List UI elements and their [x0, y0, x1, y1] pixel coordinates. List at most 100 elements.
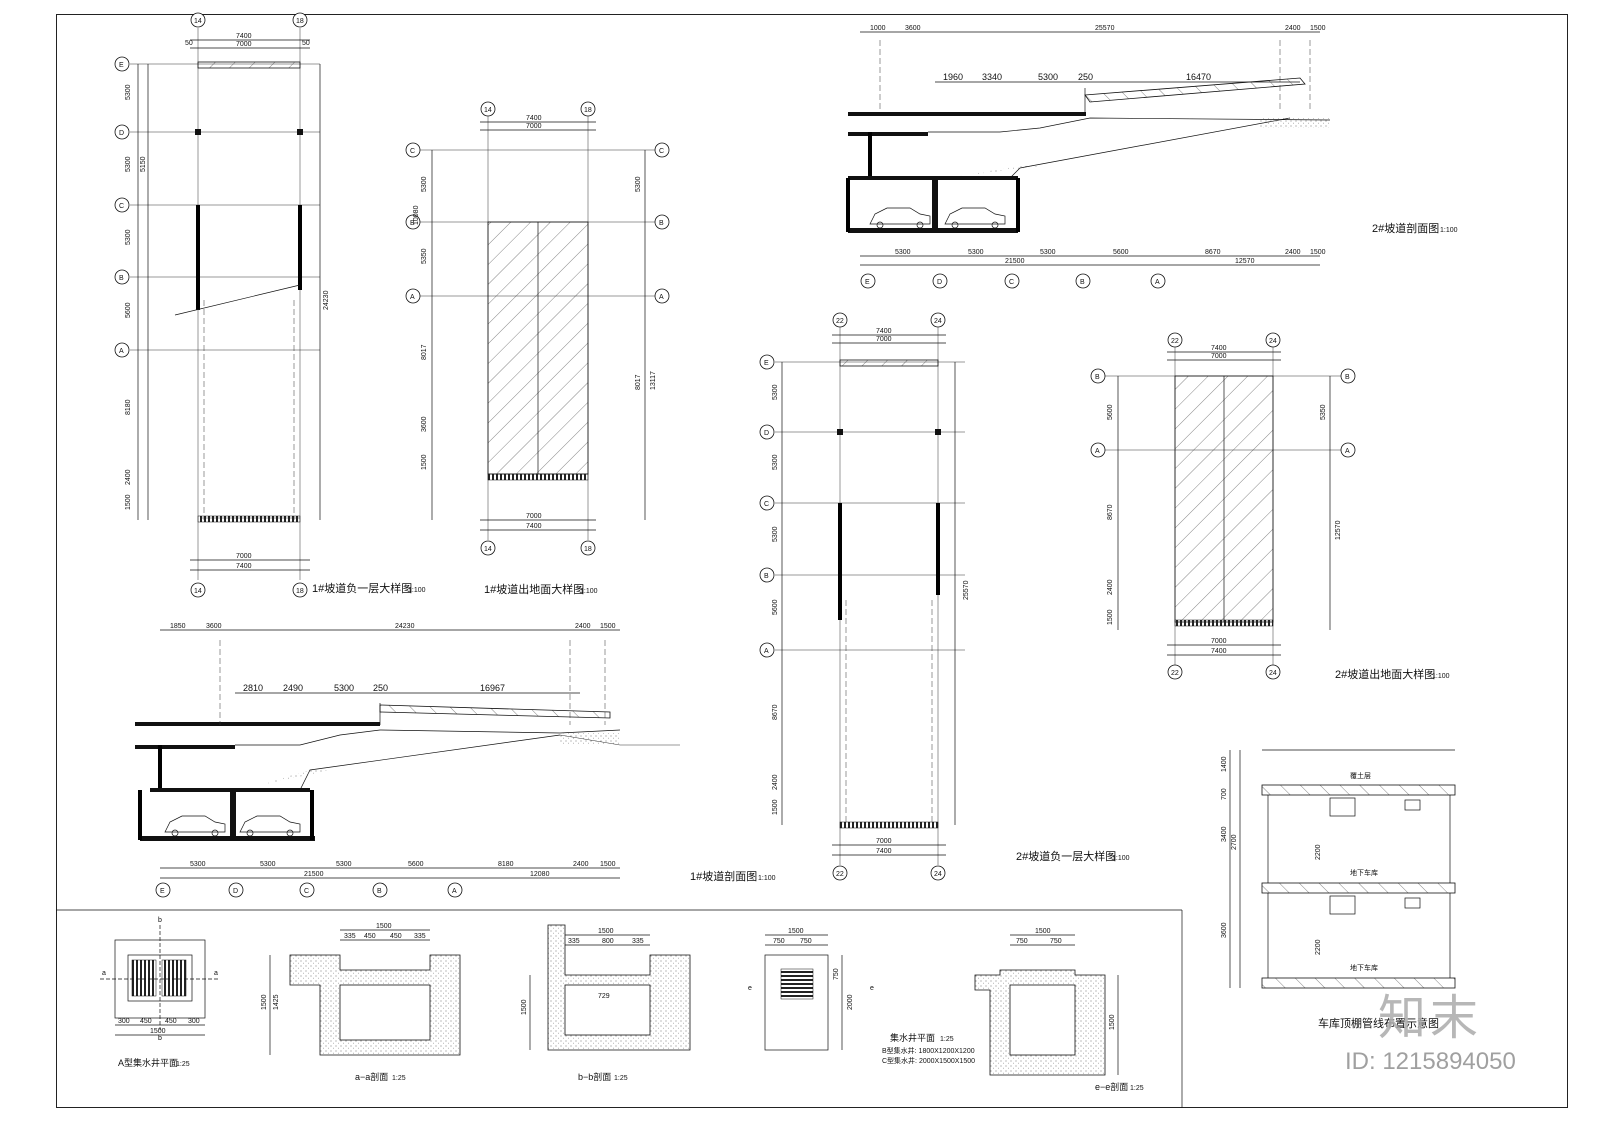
dim-7400-bot: 7400 [236, 563, 252, 570]
sump-plan: 1500 750 750 750 2000 e e 集水井平面 1:25 B型集… [748, 928, 975, 1065]
dim-5300-a: 5300 [125, 84, 132, 100]
svg-text:1:100: 1:100 [758, 875, 776, 882]
svg-text:24230: 24230 [395, 623, 415, 630]
svg-text:750: 750 [773, 938, 785, 945]
svg-text:2490: 2490 [283, 683, 303, 693]
svg-text:7000: 7000 [876, 336, 892, 343]
watermark-logo: 知末 [1378, 990, 1483, 1046]
svg-text:22: 22 [1171, 338, 1179, 345]
svg-text:12570: 12570 [1335, 520, 1342, 540]
svg-text:5300: 5300 [895, 249, 911, 256]
plan-ramp2-exit: 22 24 22 24 7400 7000 B A B A 5600 8670 … [1090, 332, 1450, 681]
title-ramp1-section: 1#坡道剖面图 [690, 869, 757, 883]
dim-5600: 5600 [125, 302, 132, 318]
svg-text:2400: 2400 [1285, 249, 1301, 256]
svg-text:1500: 1500 [1109, 1014, 1116, 1030]
title-ramp1-b1-plan: 1#坡道负一层大样图 [312, 581, 412, 595]
dim-21500: 21500 [304, 871, 324, 878]
svg-text:7400: 7400 [1211, 345, 1227, 352]
watermark-id: ID: 1215894050 [1345, 1048, 1516, 1075]
svg-text:1500: 1500 [1107, 609, 1114, 625]
title-sump-a-plan: A型集水井平面 [118, 1057, 178, 1068]
svg-text:1:25: 1:25 [614, 1075, 628, 1082]
svg-text:1500: 1500 [261, 994, 268, 1010]
svg-text:5300: 5300 [772, 526, 779, 542]
pipe-layout-diagram: 1400 700 3400 2700 3600 2200 2200 覆土层 地下… [1221, 749, 1456, 1030]
svg-text:1500: 1500 [521, 999, 528, 1015]
svg-text:450: 450 [140, 1018, 152, 1025]
svg-text:750: 750 [800, 938, 812, 945]
svg-text:B: B [659, 220, 664, 227]
plan-ramp1-exit: 14 18 14 18 7400 7000 C B A C B A 5300 5… [405, 101, 670, 596]
dim-12570: 12570 [1235, 258, 1255, 265]
dim-25570: 25570 [1095, 25, 1115, 32]
svg-text:1960: 1960 [943, 72, 963, 82]
svg-text:2200: 2200 [1315, 939, 1322, 955]
grid-bubble-18-top [292, 12, 308, 28]
dim-12080: 12080 [530, 871, 550, 878]
svg-text:800: 800 [602, 938, 614, 945]
svg-text:D: D [233, 888, 238, 895]
svg-text:b: b [158, 1035, 162, 1042]
svg-text:335: 335 [632, 938, 644, 945]
svg-text:3400: 3400 [1221, 826, 1228, 842]
svg-text:地下车库: 地下车库 [1350, 963, 1378, 972]
dim-16470: 16470 [1186, 72, 1211, 82]
grid-label-14-exit: 14 [484, 107, 492, 114]
svg-text:1500: 1500 [598, 928, 614, 935]
svg-text:335: 335 [568, 938, 580, 945]
svg-text:24: 24 [1269, 670, 1277, 677]
svg-text:24: 24 [1269, 338, 1277, 345]
section-ramp2: 1000 3600 25570 2400 1500 1960 3340 5300… [846, 25, 1458, 289]
svg-text:729: 729 [598, 993, 610, 1000]
svg-text:1500: 1500 [1310, 249, 1326, 256]
svg-text:1500: 1500 [421, 454, 428, 470]
svg-text:e: e [870, 985, 874, 992]
sump-a-plan: b b a a 300 450 450 300 1500 A型集水井平面 1:2… [100, 917, 218, 1068]
svg-text:22: 22 [1171, 670, 1179, 677]
svg-text:1:100: 1:100 [1112, 855, 1130, 862]
svg-text:1500: 1500 [600, 861, 616, 868]
svg-text:8670: 8670 [1205, 249, 1221, 256]
svg-text:5300: 5300 [421, 176, 428, 192]
svg-text:1:25: 1:25 [1130, 1085, 1144, 1092]
svg-text:5300: 5300 [260, 861, 276, 868]
section-mark-e: e [748, 985, 752, 992]
svg-text:1500: 1500 [1310, 25, 1326, 32]
svg-text:2400: 2400 [772, 774, 779, 790]
svg-text:5300: 5300 [190, 861, 206, 868]
svg-text:B: B [410, 220, 415, 227]
svg-text:C: C [764, 501, 769, 508]
svg-text:C: C [1009, 279, 1014, 286]
svg-text:E: E [160, 888, 165, 895]
svg-text:8017: 8017 [635, 374, 642, 390]
svg-text:7000: 7000 [1211, 353, 1227, 360]
svg-text:1:25: 1:25 [392, 1075, 406, 1082]
car-icon [239, 815, 301, 837]
grid-label-14: 14 [194, 18, 202, 25]
svg-text:7400: 7400 [876, 328, 892, 335]
title-section-aa: a−a剖面 [355, 1071, 388, 1082]
dim-7400-exit: 7400 [526, 115, 542, 122]
sump-type-c: C型集水井: 2000X1500X1500 [882, 1056, 975, 1065]
svg-text:450: 450 [364, 933, 376, 940]
svg-text:A: A [659, 294, 664, 301]
dim-50-top-r: 50 [302, 40, 310, 47]
svg-text:a: a [214, 970, 218, 977]
svg-text:3340: 3340 [982, 72, 1002, 82]
svg-text:750: 750 [1050, 938, 1062, 945]
grid-label-18b: 18 [296, 588, 304, 595]
dim-50-top: 50 [185, 40, 193, 47]
title-section-ee: e−e剖面 [1095, 1081, 1128, 1092]
svg-text:3600: 3600 [421, 416, 428, 432]
svg-text:A: A [1155, 279, 1160, 286]
dim-7400-top: 7400 [236, 33, 252, 40]
svg-text:5300: 5300 [1038, 72, 1058, 82]
svg-text:7000: 7000 [1211, 638, 1227, 645]
plan-ramp1-b1: 7400 7000 50 50 14 18 14 18 E D C B A 53… [114, 12, 426, 598]
svg-text:A: A [1345, 448, 1350, 455]
svg-text:D: D [937, 279, 942, 286]
grid-label-18: 18 [296, 18, 304, 25]
svg-text:18: 18 [584, 546, 592, 553]
svg-text:5300: 5300 [635, 176, 642, 192]
